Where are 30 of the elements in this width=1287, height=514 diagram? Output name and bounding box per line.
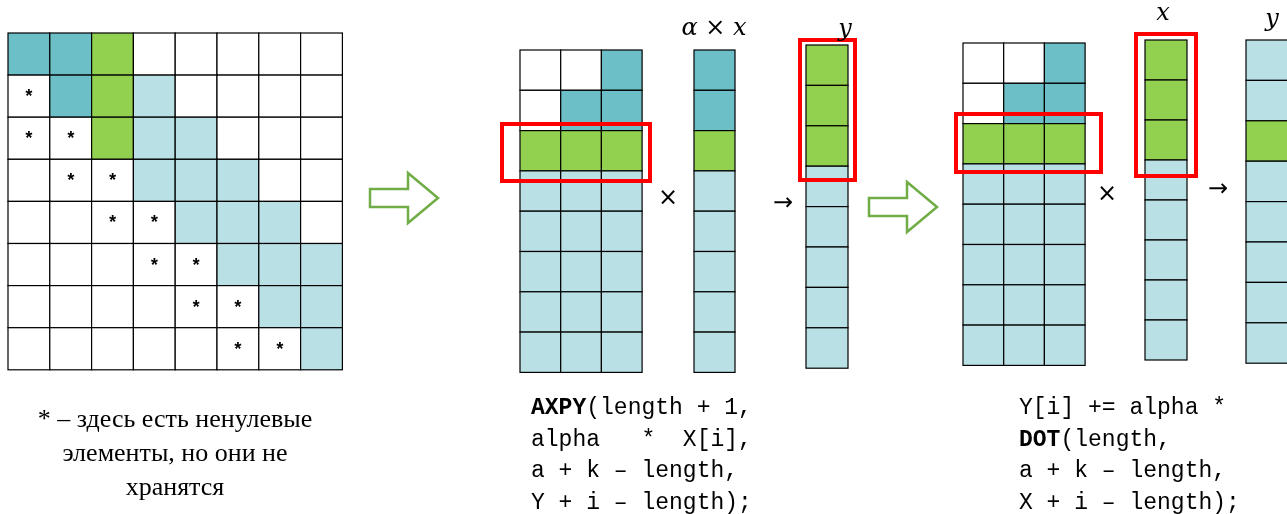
asterisk-mark: *	[23, 88, 35, 107]
asterisk-mark: *	[190, 298, 202, 317]
multiply-sign: ×	[657, 185, 679, 209]
code-line: a + k – length,	[531, 460, 739, 483]
code-line: Y[i] += alpha *	[1019, 397, 1227, 420]
asterisk-mark: *	[232, 340, 244, 359]
asterisk-mark: *	[65, 172, 77, 191]
asterisk-mark: *	[232, 298, 244, 317]
asterisk-mark: *	[107, 214, 118, 233]
code-line: AXPY(length + 1,	[531, 397, 752, 420]
code-line: X + i – length);	[1019, 491, 1240, 514]
code-line: Y + i – length);	[531, 491, 752, 514]
asterisk-mark: *	[274, 340, 286, 359]
vector-label: y	[1265, 6, 1279, 30]
asterisk-mark: *	[190, 256, 202, 275]
asterisk-mark: *	[149, 256, 160, 275]
footnote-text: * – здесь есть ненулевые элементы, но они не хранятся	[36, 403, 314, 503]
code-line: alpha * X[i],	[531, 428, 752, 452]
vector-label: x	[1156, 0, 1170, 24]
asterisk-mark: *	[107, 172, 118, 191]
code-line: a + k – length,	[1019, 460, 1227, 483]
asterisk-mark: *	[65, 130, 77, 149]
code-line: DOT(length,	[1019, 428, 1171, 452]
arrow-sign: →	[1207, 176, 1229, 200]
asterisk-mark: *	[23, 130, 35, 149]
multiply-sign: ×	[1096, 181, 1118, 205]
arrow-sign: →	[772, 190, 794, 214]
asterisk-mark: *	[149, 214, 160, 233]
vector-label: α × x	[681, 15, 747, 39]
vector-label: y	[838, 16, 852, 40]
